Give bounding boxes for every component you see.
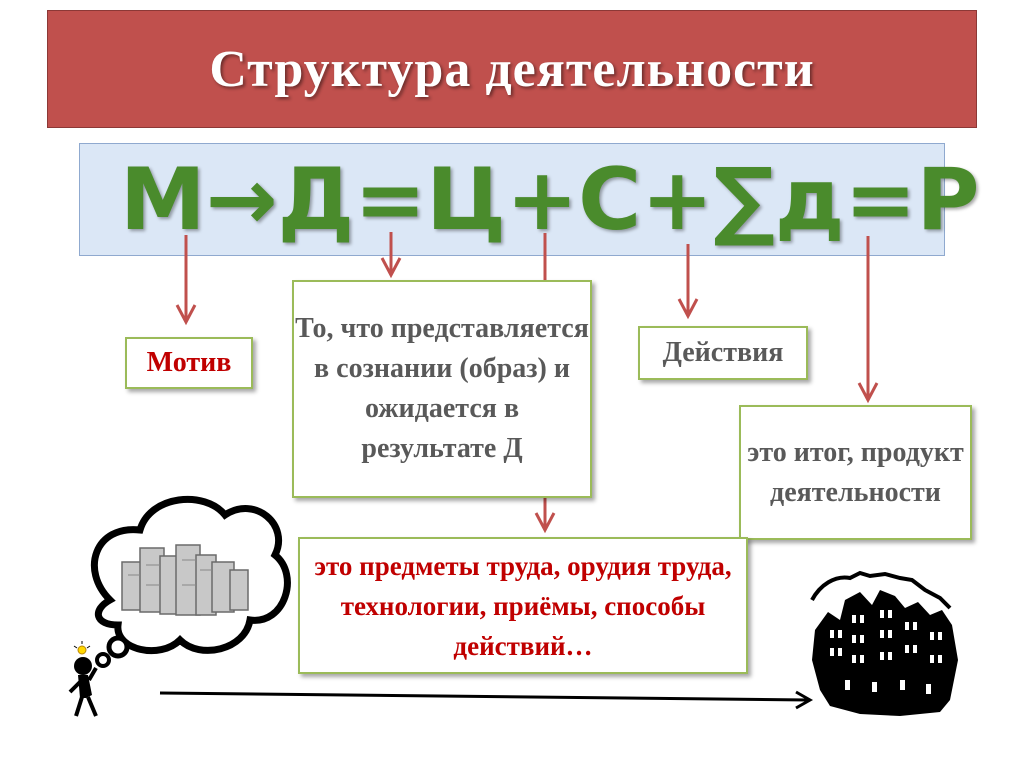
rezultat-box: это итог, продукт деятельности [739, 405, 972, 540]
rezultat-text: это итог, продукт деятельности [747, 436, 964, 508]
deistviya-box: Действия [638, 326, 808, 380]
arrow-rezultat [857, 236, 879, 404]
formula: М→Д=Ц+С+∑д=Р [120, 150, 980, 250]
sredstva-text: это предметы труда, орудия труда, технол… [314, 550, 732, 661]
arrow-sredstva [534, 233, 556, 534]
arrow-right-icon [159, 690, 814, 710]
lightbulb-icon [73, 641, 91, 655]
page-title: Структура деятельности [209, 40, 815, 98]
arrow-deistviya [677, 244, 699, 320]
title-bar: Структура деятельности [47, 10, 977, 128]
deistviya-label: Действия [662, 337, 784, 368]
city-icon [810, 570, 958, 716]
sredstva-box: это предметы труда, орудия труда, технол… [298, 537, 748, 674]
thought-bubble-icon [90, 495, 291, 668]
motiv-label: Мотив [146, 347, 232, 378]
formula-box [79, 143, 945, 256]
arrow-cel [380, 232, 402, 279]
thinking-person-icon [68, 657, 98, 717]
motiv-box: Мотив [125, 337, 253, 389]
arrow-motiv [175, 235, 197, 326]
cel-text: То, что представляется в сознании (образ… [295, 313, 589, 464]
cel-box: То, что представляется в сознании (образ… [292, 280, 592, 498]
